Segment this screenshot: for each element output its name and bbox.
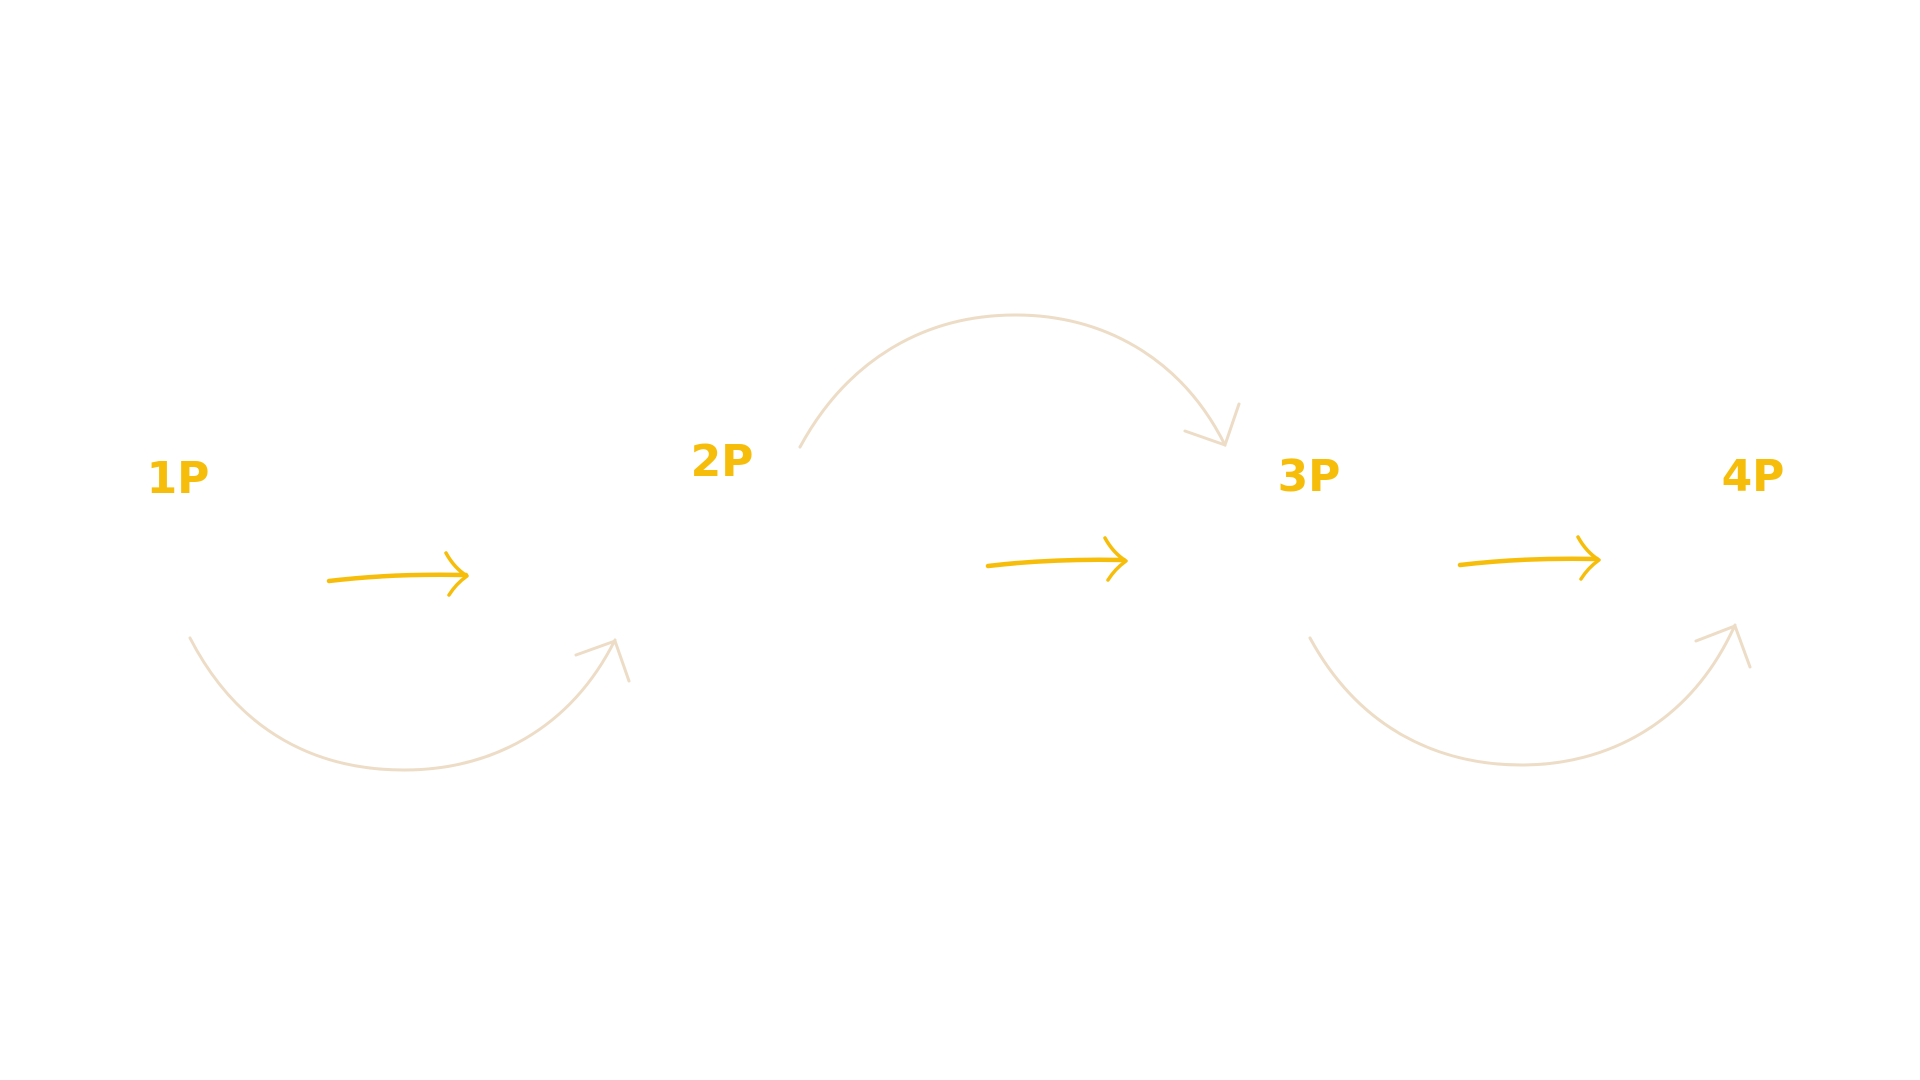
stage-label-1p: 1P xyxy=(147,453,210,504)
curved-arrow-1p-2p xyxy=(188,636,631,772)
curved-arrow-2p-3p xyxy=(798,313,1241,449)
curved-arrow-3p-4p xyxy=(1308,623,1752,767)
straight-arrow-3p-4p xyxy=(1457,535,1601,581)
stage-label-4p: 4P xyxy=(1722,451,1785,502)
stage-label-3p: 3P xyxy=(1278,451,1341,502)
straight-arrow-2p-3p xyxy=(985,536,1128,582)
stage-label-2p: 2P xyxy=(691,436,754,487)
straight-arrow-1p-2p xyxy=(326,551,469,597)
